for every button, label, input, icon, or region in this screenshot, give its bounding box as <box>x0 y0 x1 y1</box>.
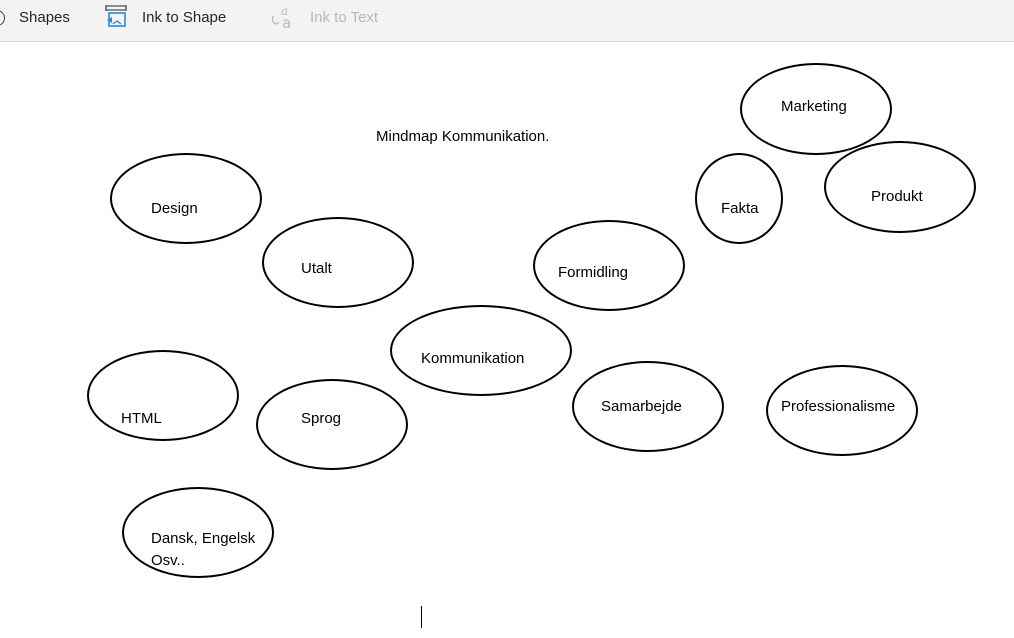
ink-to-text-button[interactable]: a a Ink to Text <box>270 0 378 34</box>
page-title: Mindmap Kommunikation. <box>376 128 550 145</box>
mindmap-node-html[interactable] <box>87 350 239 441</box>
mindmap-node-dansk-engelsk[interactable] <box>122 487 274 578</box>
ink-to-text-label: Ink to Text <box>310 8 379 26</box>
draw-toolbar: Shapes Ink to Shape a a Ink to Text <box>0 0 1014 42</box>
mindmap-node-kommunikation[interactable] <box>390 305 572 396</box>
page-canvas[interactable]: Mindmap Kommunikation. Marketing Produkt… <box>0 42 1014 638</box>
formidling-label: Formidling <box>558 264 629 281</box>
mindmap-node-professionalisme[interactable] <box>766 365 918 456</box>
mindmap-node-marketing[interactable] <box>740 63 892 155</box>
text-cursor <box>421 606 422 628</box>
mindmap-node-design[interactable] <box>110 153 262 244</box>
mindmap-node-produkt[interactable] <box>824 141 976 233</box>
ink-to-text-icon: a a <box>271 4 291 30</box>
fakta-label: Fakta <box>721 200 759 217</box>
ink-to-shape-button[interactable]: Ink to Shape <box>104 0 226 34</box>
toolbar-overflow-edge <box>0 10 5 26</box>
design-label: Design <box>151 200 198 217</box>
html-label: HTML <box>121 410 162 427</box>
shapes-button[interactable]: Shapes <box>19 0 70 34</box>
svg-text:a: a <box>282 14 291 30</box>
samarbejde-label: Samarbejde <box>601 398 682 415</box>
marketing-label: Marketing <box>781 98 847 115</box>
utalt-label: Utalt <box>301 260 332 277</box>
mindmap-node-sprog[interactable] <box>256 379 408 470</box>
professionalisme-label: Professionalisme <box>781 398 896 415</box>
shapes-label: Shapes <box>19 8 70 26</box>
sprog-label: Sprog <box>301 410 342 427</box>
svg-text:a: a <box>281 4 288 18</box>
ink-to-shape-label: Ink to Shape <box>142 8 227 26</box>
mindmap-node-fakta[interactable] <box>695 153 783 244</box>
kommunikation-label: Kommunikation <box>421 350 525 367</box>
mindmap-node-formidling[interactable] <box>533 220 685 311</box>
dansk-engelsk-label: Dansk, Engelsk <box>151 530 256 547</box>
osv-label: Osv.. <box>151 552 185 569</box>
mindmap-node-samarbejde[interactable] <box>572 361 724 452</box>
mindmap-node-utalt[interactable] <box>262 217 414 308</box>
ink-to-shape-icon <box>105 5 127 27</box>
produkt-label: Produkt <box>871 188 923 205</box>
